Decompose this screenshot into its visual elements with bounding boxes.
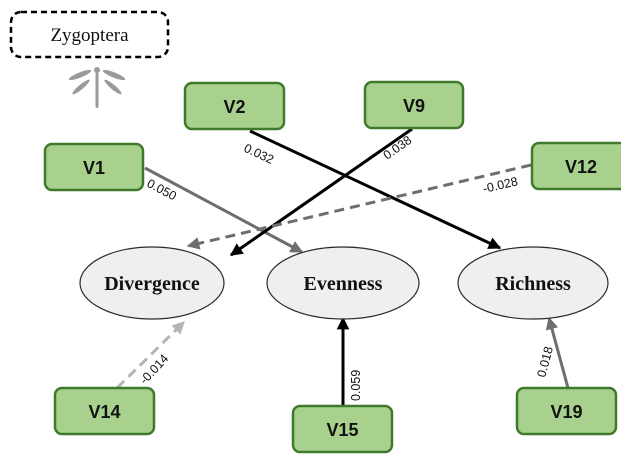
taxon-label: Zygoptera bbox=[50, 25, 129, 46]
variable-box-v9[interactable]: V9 bbox=[363, 80, 465, 130]
variable-box-v15[interactable]: V15 bbox=[291, 404, 394, 454]
construct-ellipse bbox=[79, 246, 225, 320]
variable-label-v14: V14 bbox=[88, 402, 120, 422]
taxon-header: Zygoptera bbox=[9, 10, 170, 59]
path-v12-divergence bbox=[186, 163, 532, 250]
variable-box bbox=[53, 386, 156, 436]
variable-label-v9: V9 bbox=[403, 96, 425, 116]
variable-box bbox=[183, 81, 286, 131]
variable-label-v19: V19 bbox=[550, 402, 582, 422]
coef-v19-richness: 0.018 bbox=[534, 345, 556, 379]
construct-richness[interactable]: Richness bbox=[457, 246, 609, 320]
construct-divergence[interactable]: Divergence bbox=[79, 246, 225, 320]
variable-box bbox=[515, 386, 618, 436]
construct-ellipse bbox=[266, 246, 420, 320]
variable-box-v1[interactable]: V1 bbox=[43, 142, 145, 192]
construct-label-richness: Richness bbox=[495, 273, 571, 295]
coef-v15-evenness: 0.059 bbox=[349, 370, 363, 401]
construct-evenness[interactable]: Evenness bbox=[266, 246, 420, 320]
variable-box bbox=[530, 141, 621, 191]
variable-label-v1: V1 bbox=[83, 158, 105, 178]
variable-box bbox=[291, 404, 394, 454]
construct-label-divergence: Divergence bbox=[104, 273, 200, 295]
variable-box-v2[interactable]: V2 bbox=[183, 81, 286, 131]
variable-box bbox=[43, 142, 145, 192]
coef-v12-divergence: -0.028 bbox=[482, 174, 520, 196]
damselfly-icon bbox=[68, 67, 126, 108]
coef-v1-evenness: 0.050 bbox=[145, 176, 179, 203]
construct-ellipse bbox=[457, 246, 609, 320]
variable-box-v14[interactable]: V14 bbox=[53, 386, 156, 436]
variable-box bbox=[363, 80, 465, 130]
path-v2-richness bbox=[249, 129, 502, 250]
variable-label-v15: V15 bbox=[326, 420, 358, 440]
path-arrows bbox=[115, 127, 570, 405]
variable-label-v2: V2 bbox=[223, 97, 245, 117]
path-v19-richness bbox=[545, 316, 570, 389]
taxon-box bbox=[9, 10, 170, 59]
coef-v14-divergence: -0.014 bbox=[137, 352, 171, 388]
construct-label-evenness: Evenness bbox=[304, 273, 383, 295]
variable-box-v19[interactable]: V19 bbox=[515, 386, 618, 436]
path-v1-evenness bbox=[144, 166, 304, 254]
coef-v2-richness: 0.032 bbox=[242, 141, 276, 167]
path-v9-divergence bbox=[229, 127, 413, 257]
variable-box-v12[interactable]: V12 bbox=[530, 141, 621, 191]
variable-label-v12: V12 bbox=[565, 157, 597, 177]
